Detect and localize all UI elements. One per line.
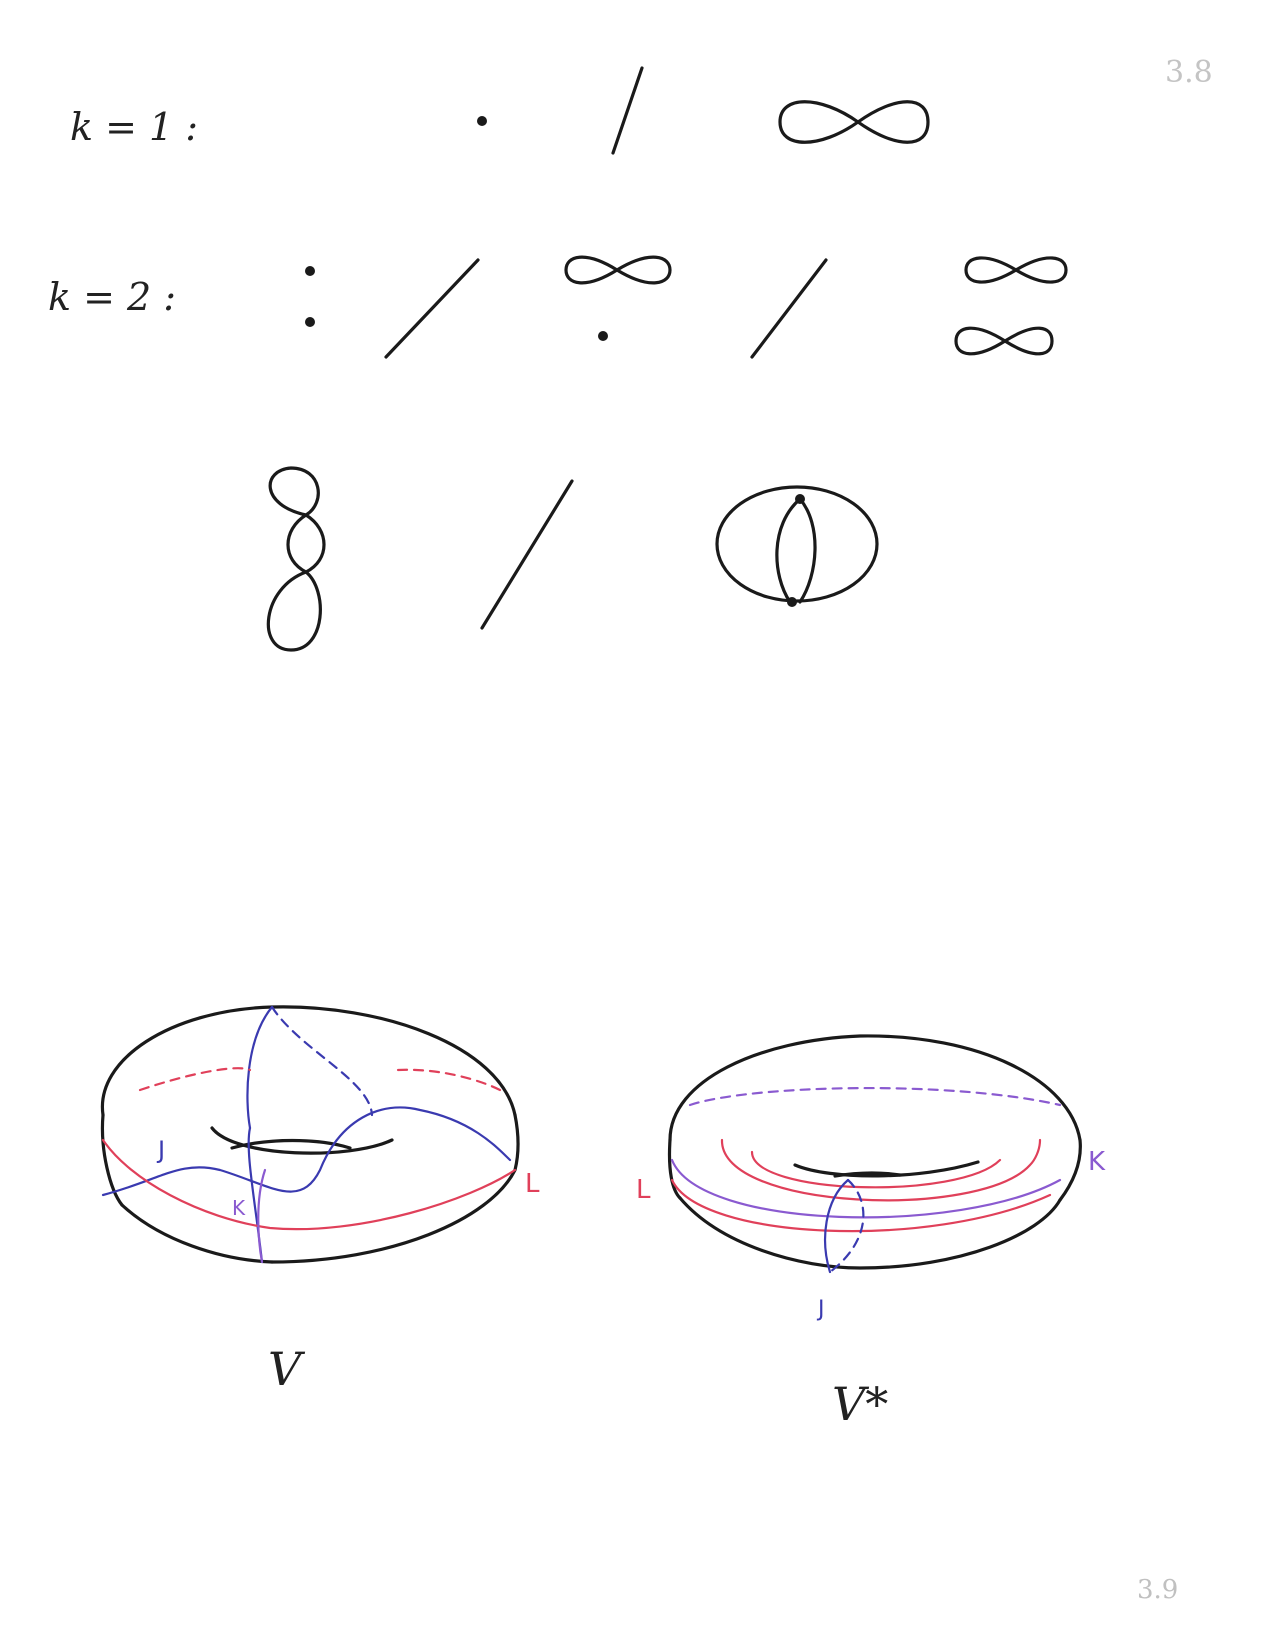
- torus-v-star-label-l: L: [636, 1175, 651, 1205]
- torus-v-star-caption: V*: [832, 1377, 888, 1431]
- torus-v-label-j: J: [156, 1136, 165, 1164]
- k2-separator-slash-3: [480, 479, 574, 630]
- torus-v-label-k: K: [232, 1196, 246, 1220]
- torus-v-label-l: L: [525, 1169, 540, 1199]
- torus-v-diagram: J K L: [100, 1005, 540, 1264]
- torus-v-caption: V: [268, 1342, 306, 1396]
- page-number-bottom: 3.9: [1137, 1575, 1178, 1605]
- k2-figure-eight-and-point-diagram: [564, 255, 672, 341]
- page-number-top: 3.8: [1165, 55, 1213, 90]
- k2-two-points-diagram: [305, 266, 315, 327]
- torus-v-star-diagram: L K J: [636, 1034, 1106, 1322]
- k2-separator-slash-2: [750, 258, 828, 359]
- k1-separator-slash: [611, 66, 644, 155]
- k1-point-diagram: [477, 116, 487, 126]
- row-k2-label: k = 2 :: [48, 275, 176, 319]
- row-k1-label: k = 1 :: [70, 105, 198, 149]
- torus-v-star-label-j: J: [816, 1297, 825, 1322]
- torus-v-star-label-k: K: [1088, 1147, 1106, 1177]
- k2-theta-graph-diagram: [715, 485, 879, 607]
- k2-separator-slash-1: [384, 258, 480, 359]
- k1-figure-eight-diagram: [778, 100, 930, 144]
- k2-two-figure-eights-diagram: [954, 256, 1068, 356]
- k2-vertical-chain-diagram: [266, 466, 326, 652]
